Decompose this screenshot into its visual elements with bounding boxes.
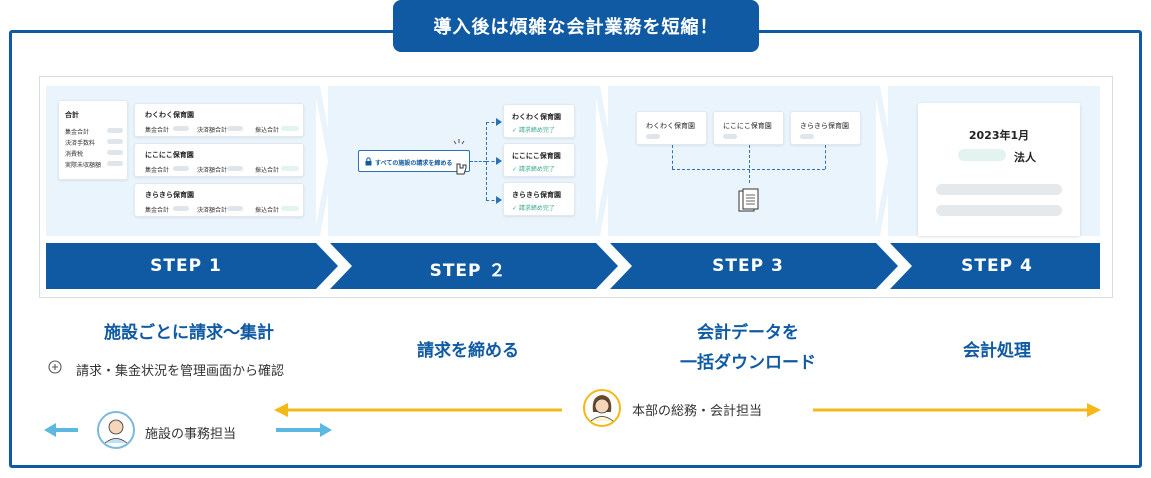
facility-col: 集金合計 [145,207,170,214]
chevron-separator-icon [314,86,334,236]
document-icon [738,188,759,212]
banner-title: 導入後は煩雑な会計業務を短縮！ [393,0,759,52]
summary-row: 集金合計 [65,129,90,136]
lock-icon [365,157,372,166]
closed-facility-card: わくわく保育園 ✓ 請求締め完了 [503,104,575,138]
facility-col: 振込合計 [255,127,280,134]
report-corp: 法人 [1014,151,1036,164]
facility-card: わくわく保育園 集金合計 決済額合計 振込合計 [134,103,304,137]
facility-card: にこにこ保育園 集金合計 決済額合計 振込合計 [134,143,304,177]
step-progress-bar [46,243,1100,289]
summary-row: 消費税 [65,151,84,158]
summary-row: 実際未収額額 [65,162,102,169]
facility-col: 集金合計 [145,167,170,174]
chevron-separator-icon [874,86,894,236]
hand-cursor-icon [453,139,467,175]
step-label: STEP 3 [712,256,784,276]
closed-status: ✓ 請求締め完了 [512,166,555,173]
hq-right-arrow-icon [813,403,1101,417]
step2-caption: 請求を締める [417,341,519,361]
hq-left-arrow-icon [274,403,562,417]
step1-caption: 施設ごとに請求〜集計 [104,323,274,343]
summary-row: 決済手数料 [65,140,96,147]
step4-caption: 会計処理 [963,341,1031,361]
facility-col: 決済額合計 [197,167,228,174]
facility-card: きらきら保育園 集金合計 決済額合計 振込合計 [134,183,304,217]
closed-status: ✓ 請求締め完了 [512,205,555,212]
avatar-facility-staff-icon [97,411,135,449]
facility-col: 集金合計 [145,127,170,134]
facility-name: わくわく保育園 [512,113,561,121]
facility-name: わくわく保育園 [145,111,194,119]
facility-name: きらきら保育園 [512,191,561,199]
step-label: STEP 4 [961,256,1033,276]
closed-facility-card: にこにこ保育園 ✓ 請求締め完了 [503,143,575,177]
facility-col: 振込合計 [255,207,280,214]
facility-name: にこにこ保育園 [723,122,772,130]
accounting-report-card: 2023年1月 法人 [918,103,1080,236]
close-billing-label: すべての施設の請求を締める [375,160,453,167]
plus-circle-icon [48,360,62,374]
facility-name: にこにこ保育園 [512,152,561,160]
report-date: 2023年1月 [968,129,1030,142]
summary-title: 合計 [65,111,79,119]
facility-name: きらきら保育園 [145,191,194,199]
closed-status: ✓ 請求締め完了 [512,127,555,134]
chevron-separator-icon [594,86,614,236]
avatar-hq-staff-icon [583,389,621,427]
close-billing-button[interactable]: すべての施設の請求を締める [358,150,470,172]
facility-col: 振込合計 [255,167,280,174]
download-facility-card: にこにこ保育園 [713,111,784,145]
summary-card: 合計 集金合計 決済手数料 消費税 実際未収額額 [58,100,128,180]
facility-col: 決済額合計 [197,127,228,134]
left-arrow-icon [44,423,78,437]
facility-name: きらきら保育園 [800,122,849,130]
arrowhead-icon [496,196,502,204]
download-facility-card: わくわく保育園 [636,111,707,145]
download-facility-card: きらきら保育園 [790,111,861,145]
facility-name: にこにこ保育園 [145,151,194,159]
hq-staff-label: 本部の総務・会計担当 [632,404,763,419]
step3-caption-line1: 会計データを [697,323,799,343]
right-arrow-icon [276,423,332,437]
step-label: STEP ２ [429,261,507,281]
arrowhead-icon [496,118,502,126]
facility-staff-label: 施設の事務担当 [145,427,237,442]
arrowhead-icon [496,157,502,165]
step3-caption-line2: 一括ダウンロード [680,353,816,373]
closed-facility-card: きらきら保育園 ✓ 請求締め完了 [503,182,575,216]
step1-sub: 請求・集金状況を管理画面から確認 [76,364,285,379]
step-label: STEP 1 [150,256,222,276]
facility-col: 決済額合計 [197,207,228,214]
facility-name: わくわく保育園 [646,122,695,130]
